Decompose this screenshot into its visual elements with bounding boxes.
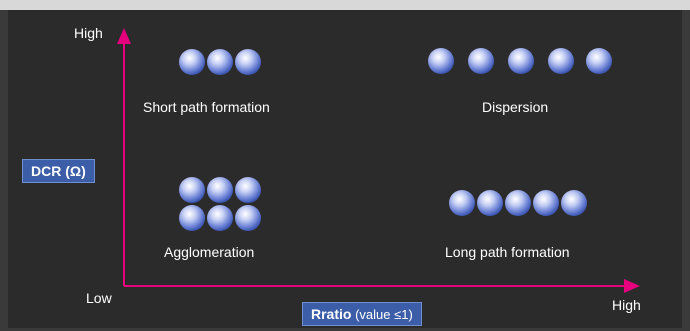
- particles-short-path: [179, 49, 261, 75]
- label-agglomeration: Agglomeration: [164, 244, 255, 260]
- label-short-path-formation: Short path formation: [143, 99, 270, 115]
- label-dispersion: Dispersion: [482, 99, 549, 115]
- x-axis-title-bold: Rratio: [311, 306, 352, 322]
- x-axis-arrow: [624, 279, 640, 293]
- particles-dispersion: [428, 48, 612, 74]
- particles-long-path: [449, 190, 587, 216]
- x-axis-high-label: High: [612, 297, 641, 313]
- x-axis-title-box: Rratio (value ≤1): [302, 302, 422, 326]
- y-axis-title-box: DCR (Ω): [22, 159, 95, 183]
- top-band: [0, 0, 690, 10]
- y-axis-title: DCR (Ω): [31, 163, 86, 179]
- label-long-path-formation: Long path formation: [445, 244, 570, 260]
- origin-low-label: Low: [86, 290, 112, 306]
- particles-agglomeration: [179, 177, 261, 231]
- y-axis-arrow: [117, 28, 131, 44]
- y-axis-high-label: High: [74, 25, 103, 41]
- x-axis-title-rest: (value ≤1): [351, 307, 413, 322]
